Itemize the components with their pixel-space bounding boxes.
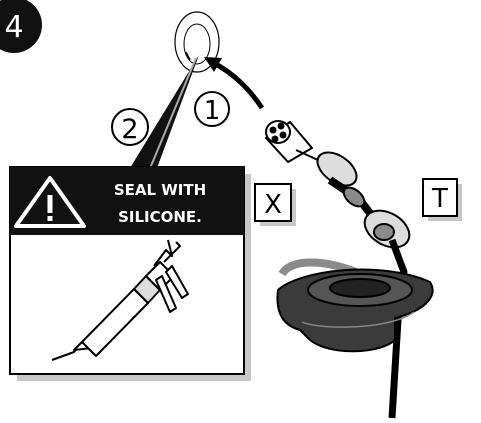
label-t-text: T <box>431 184 448 214</box>
warning-line-2: SILICONE. <box>118 208 202 226</box>
step-badge: 4 <box>0 0 42 53</box>
label-x: X <box>255 184 296 226</box>
callout-1-text: 1 <box>204 96 221 126</box>
callout-2-text: 2 <box>121 114 138 145</box>
callout-2: 2 <box>112 109 148 145</box>
label-x-text: X <box>264 190 282 220</box>
grommet-seal-icon <box>277 262 432 351</box>
warning-panel: SEAL WITH SILICONE. <box>10 167 251 381</box>
step-number: 4 <box>4 10 23 45</box>
callout-1: 1 <box>195 92 229 126</box>
label-t: T <box>423 179 462 221</box>
warning-line-1: SEAL WITH <box>114 181 206 199</box>
